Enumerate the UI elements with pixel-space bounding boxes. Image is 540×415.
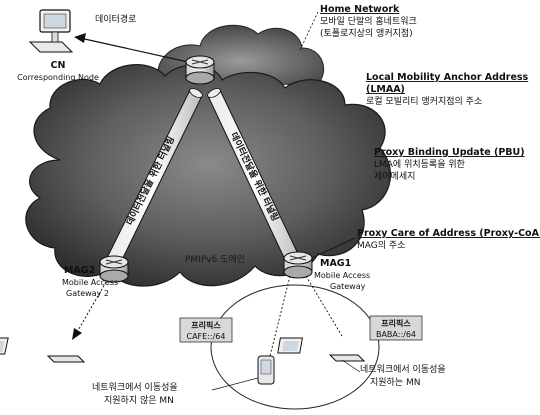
proxy-coa-annotation: Proxy Care of Address (Proxy-CoA) MAG의 주… [357,228,540,251]
mag1-router-icon [283,251,313,279]
mn-no-mobility-line2: 지원하지 않은 MN [104,395,174,406]
home-network-annotation: Home Network 모바일 단말의 홈네트워크 (토폴로지상의 앵커지점) [320,4,417,39]
home-network-line1: 모바일 단말의 홈네트워크 [320,15,417,27]
prefix-right-line2: BABA::/64 [376,330,416,339]
prefix-left-box: 프리픽스 CAFE::/64 [179,317,233,343]
cn-subtitle: Corresponding Node [17,73,99,82]
prefix-right-line1: 프리픽스 [381,318,411,328]
pbu-annotation: Proxy Binding Update (PBU) LMA에 위치등록을 위한… [374,147,525,182]
proxy-coa-title: Proxy Care of Address (Proxy-CoA) [357,228,540,239]
mag1-line1: Mobile Access [314,271,370,280]
mag1-to-phone-line [269,275,291,357]
mn-mobility-line2: 지원하는 MN [370,377,420,388]
pmipv6-domain-label: PMIPv6 도메인 [185,254,245,265]
access-coverage-circle [210,284,380,410]
left-laptop-icon [0,337,86,363]
home-network-leader-line [299,11,319,51]
lmaa-title: Local Mobility Anchor Address [366,72,529,83]
mag1-title: MAG1 [320,258,351,269]
mn-mobility-line1: 네트워크에서 이동성을 [360,364,446,375]
lmaa-title2: (LMAA) [366,84,405,95]
proxy-coa-leader-line [311,237,356,259]
pmipv6-domain-cloud [25,64,391,287]
pbu-line2: 제어메세지 [374,171,415,182]
data-path-label: 데이터경로 [95,13,136,25]
mag2-line1: Mobile Access [62,278,118,287]
mn-no-mobility-line1: 네트워크에서 이동성을 [92,382,178,393]
mag2-line2: Gateway 2 [66,289,109,298]
mag2-to-laptop-arrow [72,281,107,340]
data-path-arrow [74,33,189,63]
prefix-left-line2: CAFE::/64 [187,332,226,341]
mag2-router-icon [99,255,129,283]
mag2-title: MAG2 [64,265,95,276]
cn-title: CN [51,60,66,71]
proxy-coa-desc: MAG의 주소 [357,240,405,251]
mn-mobility-leader [341,359,361,373]
pbu-line1: LMA에 위치등록을 위한 [374,158,465,170]
lmaa-annotation: Local Mobility Anchor Address (LMAA) 로컬 … [366,72,529,107]
phone-icon [257,355,275,385]
prefix-left-line1: 프리픽스 [191,320,221,330]
lmaa-desc: 로컬 모빌리티 앵커지점의 주소 [366,95,482,107]
mn-no-mobility-leader [211,377,259,391]
mag1-line2: Gateway [330,282,366,291]
cn-computer-icon [28,9,74,53]
home-network-title: Home Network [320,4,400,15]
prefix-right-box: 프리픽스 BABA::/64 [369,315,423,341]
lma-router-icon [185,55,215,85]
right-laptop-icon [277,337,366,362]
pbu-title: Proxy Binding Update (PBU) [374,147,525,158]
home-network-line2: (토폴로지상의 앵커지점) [320,27,413,39]
